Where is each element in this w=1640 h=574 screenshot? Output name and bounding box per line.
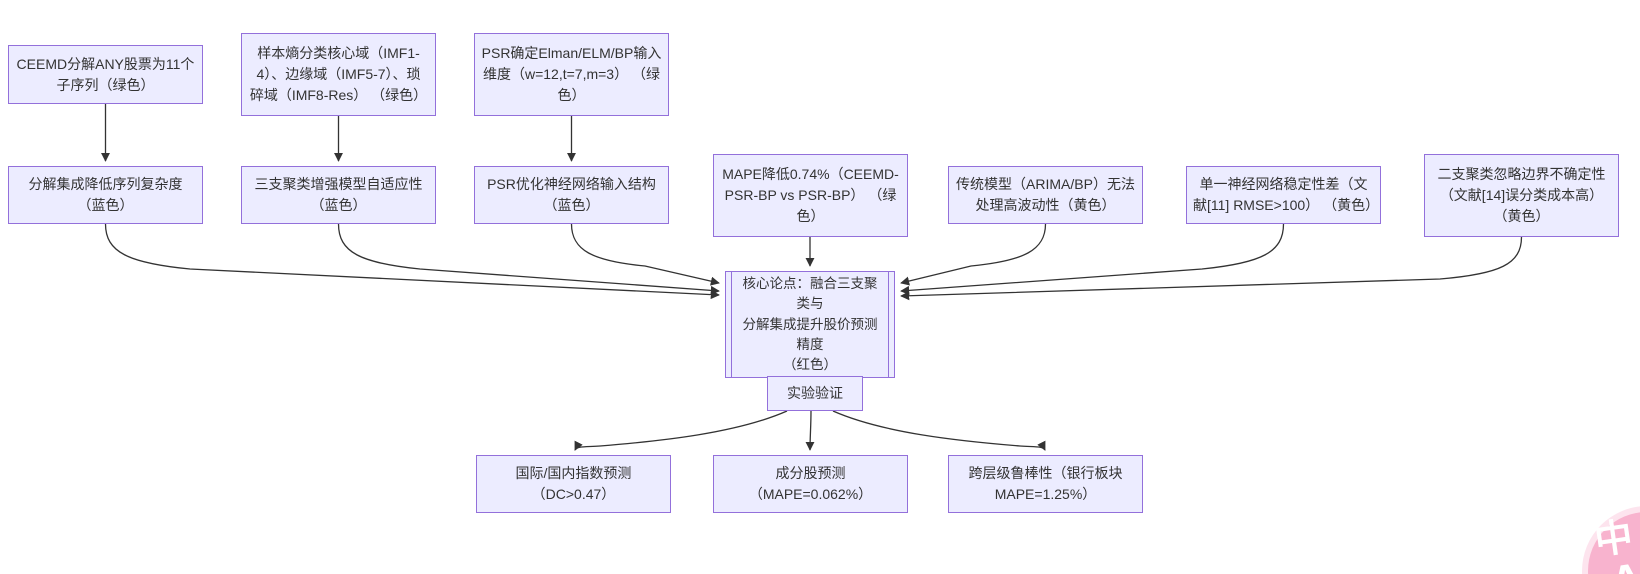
- edge-n6-core: [570, 223, 720, 286]
- node-cross-level-robustness: 跨层级鲁棒性（银行板块 MAPE=1.25%）: [948, 455, 1143, 513]
- node-decomposition-reduces-complexity: 分解集成降低序列复杂度 （蓝色）: [8, 166, 203, 224]
- node-ceemd-decompose: CEEMD分解ANY股票为11个 子序列（绿色）: [8, 45, 203, 104]
- node-experiment-validation: 实验验证: [767, 376, 863, 411]
- edge-n10-core: [900, 236, 1523, 301]
- edge-exp-r2: [805, 410, 815, 451]
- node-core-thesis: 核心论点：融合三支聚类与 分解集成提升股价预测精度 （红色）: [725, 271, 895, 379]
- translate-badge-glyphs: 中 A: [1592, 516, 1640, 574]
- edge-exp-r1: [574, 410, 788, 451]
- edge-n9-core: [900, 223, 1285, 295]
- node-index-prediction: 国际/国内指数预测 （DC>0.47）: [476, 455, 671, 513]
- node-three-way-clustering-adaptivity: 三支聚类增强模型自适应性 （蓝色）: [241, 166, 436, 224]
- edge-exp-r3: [832, 410, 1046, 451]
- node-constituent-stock-prediction: 成分股预测 （MAPE=0.062%）: [713, 455, 908, 513]
- node-psr-input-dimension: PSR确定Elman/ELM/BP输入 维度（w=12,t=7,m=3） （绿 …: [474, 33, 669, 116]
- edge-n8-core: [900, 223, 1047, 286]
- node-single-nn-instability: 单一神经网络稳定性差（文 献[11] RMSE>100） （黄色）: [1186, 166, 1381, 224]
- node-two-way-clustering-limit: 二支聚类忽略边界不确定性 （文献[14]误分类成本高） （黄色）: [1424, 154, 1619, 237]
- badge-glyph-a: A: [1607, 554, 1640, 574]
- node-mape-reduction: MAPE降低0.74%（CEEMD- PSR-BP vs PSR-BP） （绿 …: [713, 154, 908, 237]
- node-psr-optimizes-input: PSR优化神经网络输入结构 （蓝色）: [474, 166, 669, 224]
- node-traditional-model-limit: 传统模型（ARIMA/BP）无法 处理高波动性（黄色）: [948, 166, 1143, 224]
- edge-n4-core: [104, 223, 720, 300]
- translate-badge-icon[interactable]: 中 A: [1588, 512, 1640, 574]
- node-sample-entropy-domains: 样本熵分类核心域（IMF1- 4）、边缘域（IMF5-7）、琐 碎域（IMF8-…: [241, 33, 436, 116]
- edge-n5-core: [337, 223, 720, 295]
